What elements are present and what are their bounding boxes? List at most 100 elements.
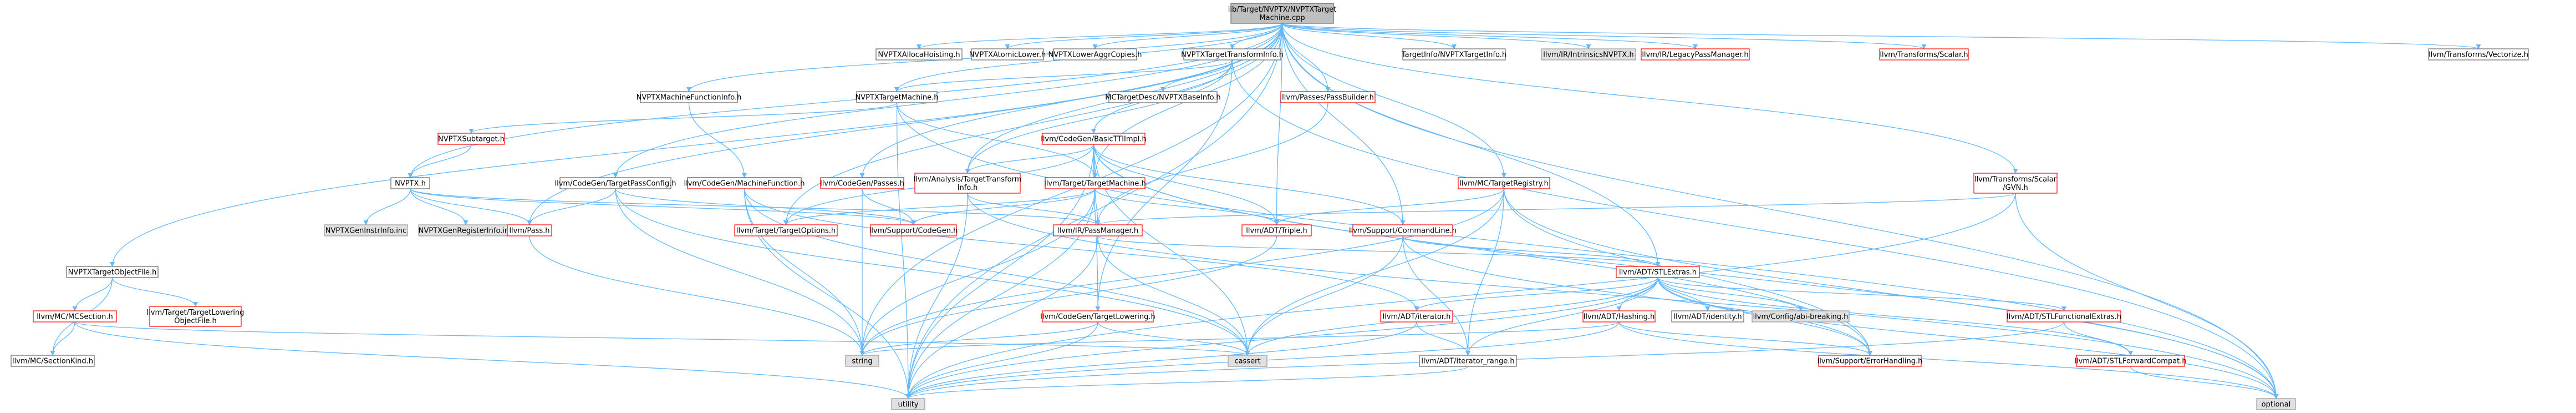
node-targetoptions[interactable]: llvm/Target/TargetOptions.h (734, 224, 838, 236)
node-transformsscalargvn[interactable]: llvm/Transforms/Scalar/GVN.h (1973, 173, 2058, 194)
edge-stlforwardcompat-to-optional (2130, 366, 2279, 399)
edge-transformsscalargvn-to-irpassmanager (1095, 193, 2016, 225)
edge-nvptxtargetmachine-to-targettargetmachine (896, 102, 1098, 178)
node-adthashing[interactable]: llvm/ADT/Hashing.h (1582, 310, 1656, 323)
edge-nvptxh-to-nvptxgeninstrinfo (363, 188, 411, 225)
edge-stlextras-to-stlforwardcompat (1657, 277, 2133, 356)
node-pass[interactable]: llvm/Pass.h (507, 224, 552, 236)
edge-nvptxtargettransforminfo-to-codegentargetlowering (1095, 59, 1233, 311)
edge-irpassmanager-to-stlextras (1097, 235, 1661, 267)
node-label: string (852, 357, 872, 366)
node-iterator-range[interactable]: llvm/ADT/iterator_range.h (1419, 355, 1517, 367)
node-box (1042, 310, 1154, 323)
node-nvptxmachinefunctioninfo[interactable]: NVPTXMachineFunctionInfo.h (637, 91, 742, 103)
node-box (870, 224, 957, 236)
edge-root-to-transformsscalargvn (1281, 23, 2018, 174)
node-label: NVPTXAllocaHoisting.h (878, 51, 960, 59)
node-cassert: cassert (1228, 355, 1267, 367)
edge-root-to-passbuilder (1281, 23, 1331, 92)
node-box (1419, 355, 1517, 367)
node-label: llvm/ADT/Hashing.h (1584, 313, 1654, 321)
node-mctargetregistry[interactable]: llvm/MC/TargetRegistry.h (1458, 177, 1550, 189)
node-box (390, 177, 430, 189)
node-transformsvectorize[interactable]: llvm/Transforms/Vectorize.h (2428, 48, 2529, 61)
node-targetinfonvptx[interactable]: TargetInfo/NVPTXTargetInfo.h (1401, 48, 1506, 61)
node-errorhandling[interactable]: llvm/Support/ErrorHandling.h (1818, 355, 1923, 367)
node-nvptxloweraggrcopies[interactable]: NVPTXLowerAggrCopies.h (1048, 48, 1142, 61)
edge-targettargetmachine-to-targetoptions (783, 188, 1096, 225)
edge-commandline-to-iterator-range (1402, 235, 1471, 356)
node-label: llvm/ADT/STLForwardCompat.h (2074, 357, 2186, 366)
node-analysistti[interactable]: llvm/Analysis/TargetTransformInfo.h (914, 173, 1022, 194)
node-nvptxtargetmachine[interactable]: NVPTXTargetMachine.h (855, 91, 939, 103)
node-box (1280, 91, 1376, 103)
node-box (1053, 48, 1137, 61)
node-label: optional (2262, 401, 2291, 409)
node-sectionkind[interactable]: llvm/MC/SectionKind.h (11, 355, 95, 367)
edge-root-to-nvptxloweraggrcopies (1092, 23, 1283, 49)
node-nvptxgenregisterinfo: NVPTXGenRegisterInfo.inc (418, 224, 513, 236)
node-targetpassconfig[interactable]: llvm/CodeGen/TargetPassConfig.h (554, 177, 676, 189)
node-label: llvm/Target/TargetMachine.h (1044, 180, 1146, 188)
node-codegenpasses[interactable]: llvm/CodeGen/Passes.h (820, 177, 904, 189)
edge-nvptxtargettransforminfo-to-mctargetdescnvptxbaseinfo (1160, 59, 1233, 92)
node-box (1042, 133, 1146, 145)
node-mctargetdescnvptxbaseinfo[interactable]: MCTargetDesc/NVPTXBaseInfo.h (1105, 91, 1221, 103)
node-legacypassmanager[interactable]: llvm/IR/LegacyPassManager.h (1641, 48, 1750, 61)
node-box (1616, 266, 1700, 278)
node-codegentargetlowering[interactable]: llvm/CodeGen/TargetLowering.h (1040, 310, 1155, 323)
edge-basicttiimpl-to-adttriple (1093, 144, 1280, 225)
node-box (66, 266, 159, 278)
edge-targettargetmachine-to-adttriple (1094, 188, 1279, 225)
node-nvptxtargetobjectfile[interactable]: NVPTXTargetObjectFile.h (66, 266, 159, 278)
node-transformsscalar[interactable]: llvm/Transforms/Scalar.h (1879, 48, 1969, 61)
edge-nvptxtargetobjectfile-to-mcsection (72, 277, 113, 311)
edge-mcsection-to-utility (74, 321, 911, 399)
edge-pass-to-string (529, 235, 865, 356)
node-label: llvm/ADT/identity.h (1673, 313, 1742, 321)
node-passbuilder[interactable]: llvm/Passes/PassBuilder.h (1280, 91, 1376, 103)
edge-mctargetregistry-to-string (859, 188, 1505, 356)
node-adttriple[interactable]: llvm/ADT/Triple.h (1241, 224, 1312, 236)
node-adtidentity[interactable]: llvm/ADT/identity.h (1671, 310, 1744, 323)
edge-nvptxtargettransforminfo-to-nvptxtargetmachine (894, 59, 1233, 92)
node-label: NVPTXAtomicLower.h (969, 51, 1046, 59)
node-stlfunctionalextras[interactable]: llvm/ADT/STLFunctionalExtras.h (2007, 310, 2121, 323)
edge-mctargetregistry-to-optional (1503, 188, 2279, 399)
edge-machinefunction-to-string (744, 188, 865, 356)
node-box (1541, 48, 1636, 61)
node-basicttiimpl[interactable]: llvm/CodeGen/BasicTTIImpl.h (1041, 133, 1147, 145)
node-label: llvm/Config/abi-breaking.h (1753, 313, 1849, 321)
node-targettargetmachine[interactable]: llvm/Target/TargetMachine.h (1044, 177, 1146, 189)
node-label: utility (898, 401, 919, 409)
node-adtiterator[interactable]: llvm/ADT/iterator.h (1380, 310, 1453, 323)
edge-basicttiimpl-to-analysistti (965, 144, 1094, 174)
node-label: llvm/ADT/STLFunctionalExtras.h (2007, 313, 2121, 321)
node-stlforwardcompat[interactable]: llvm/ADT/STLForwardCompat.h (2074, 355, 2187, 367)
node-box (640, 91, 738, 103)
node-nvptxatomiclower[interactable]: NVPTXAtomicLower.h (969, 48, 1046, 61)
node-string: string (845, 355, 879, 367)
edge-nvptxtargetmachine-to-optional (896, 102, 2279, 399)
node-machinefunction[interactable]: llvm/CodeGen/MachineFunction.h (684, 177, 805, 189)
node-box (1879, 48, 1969, 61)
node-mcsection[interactable]: llvm/MC/MCSection.h (33, 310, 117, 323)
node-label: llvm/Transforms/Vectorize.h (2429, 51, 2528, 59)
node-box (845, 355, 879, 367)
edge-root-to-targetinfonvptx (1281, 23, 1457, 49)
node-nvptxtargettransforminfo[interactable]: NVPTXTargetTransformInfo.h (1181, 48, 1284, 61)
node-label: llvm/ADT/Triple.h (1246, 227, 1307, 235)
node-label: llvm/ADT/STLExtras.h (1619, 269, 1697, 277)
edge-nvptxmachinefunctioninfo-to-machinefunction (688, 102, 747, 178)
node-nvptxallocahoisting[interactable]: NVPTXAllocaHoisting.h (875, 48, 963, 61)
node-irpassmanager[interactable]: llvm/IR/PassManager.h (1053, 224, 1143, 236)
edge-nvptxsubtarget-to-nvptxh (408, 144, 472, 178)
node-commandline[interactable]: llvm/Support/CommandLine.h (1349, 224, 1457, 236)
node-stlextras[interactable]: llvm/ADT/STLExtras.h (1616, 266, 1700, 278)
node-codegensupport[interactable]: llvm/Support/CodeGen.h (869, 224, 958, 236)
node-nvptxsubtarget[interactable]: NVPTXSubtarget.h (437, 133, 505, 145)
node-nvptxh[interactable]: NVPTX.h (390, 177, 430, 189)
node-box (875, 48, 963, 61)
node-layer: lib/Target/NVPTX/NVPTXTargetMachine.cppN… (11, 3, 2529, 410)
